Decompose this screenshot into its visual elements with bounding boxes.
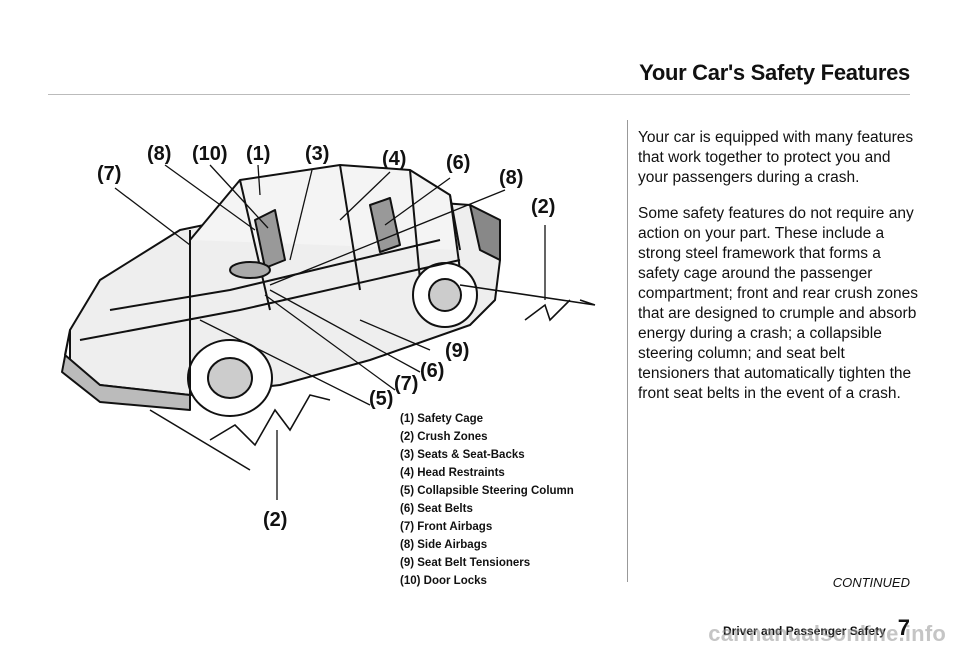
legend-item: (7) Front Airbags	[400, 521, 493, 533]
legend-item: (2) Crush Zones	[400, 431, 488, 443]
continued-label: CONTINUED	[832, 575, 910, 590]
callout-9: (9)	[445, 340, 470, 362]
legend-item: (1) Safety Cage	[400, 413, 484, 425]
callout-8-right: (8)	[499, 167, 524, 189]
callout-7-top: (7)	[97, 163, 122, 185]
trunk	[469, 204, 501, 261]
legend-item: (3) Seats & Seat-Backs	[400, 449, 525, 461]
features-paragraph: Some safety features do not require any …	[638, 205, 918, 402]
front-bumper	[61, 329, 191, 411]
car-safety-illustration	[61, 164, 596, 500]
footer-section: Driver and Passenger Safety	[723, 624, 886, 638]
page-footer: Driver and Passenger Safety 7	[723, 615, 910, 641]
steering-wheel	[229, 261, 271, 279]
page-number: 7	[897, 615, 910, 640]
intro-paragraph: Your car is equipped with many features …	[638, 129, 914, 186]
legend-item: (4) Head Restraints	[400, 467, 505, 479]
legend-item: (9) Seat Belt Tensioners	[400, 557, 531, 569]
body-text: Your car is equipped with many features …	[638, 128, 918, 420]
feature-legend: (1) Safety Cage (2) Crush Zones (3) Seat…	[400, 410, 574, 590]
title-divider	[48, 94, 910, 95]
page-title: Your Car's Safety Features	[639, 60, 910, 85]
legend-item: (5) Collapsible Steering Column	[400, 485, 574, 497]
rear-crush-zone-mark	[459, 284, 596, 322]
callout-7-bottom: (7)	[394, 373, 419, 395]
front-seat	[254, 209, 286, 269]
callout-1: (1)	[246, 143, 271, 165]
column-divider	[627, 120, 628, 582]
callout-2-right: (2)	[531, 196, 556, 218]
safety-cage	[189, 164, 461, 251]
legend-item: (6) Seat Belts	[400, 503, 473, 515]
callout-8-top: (8)	[147, 143, 172, 165]
callout-10: (10)	[192, 143, 228, 165]
callout-4: (4)	[382, 148, 407, 170]
callout-5: (5)	[369, 388, 394, 410]
front-crush-zone-mark	[149, 394, 331, 471]
watermark: carmanualsonline.info	[708, 621, 946, 646]
callout-2-bottom: (2)	[263, 509, 288, 531]
callout-6-top: (6)	[446, 152, 471, 174]
callout-6-bottom: (6)	[420, 360, 445, 382]
legend-item: (10) Door Locks	[400, 575, 487, 587]
callout-3: (3)	[305, 143, 330, 165]
legend-item: (8) Side Airbags	[400, 539, 488, 551]
